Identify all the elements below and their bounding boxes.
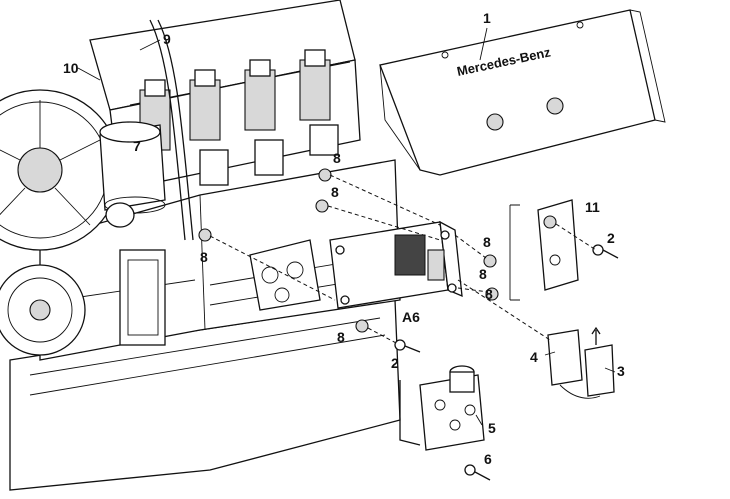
nut-8f	[485, 287, 499, 301]
bolt-2-right	[592, 244, 619, 259]
callout-8-a: 8	[333, 150, 341, 166]
bolt-2-lower	[394, 339, 421, 353]
callout-6: 6	[484, 451, 492, 467]
callout-2-a: 2	[607, 230, 615, 246]
callout-8-d: 8	[337, 329, 345, 345]
valve-block	[399, 365, 485, 451]
callout-1: 1	[483, 10, 491, 26]
nut-8b	[315, 199, 329, 213]
callout-11: 11	[585, 199, 600, 215]
callout-10: 10	[63, 60, 79, 76]
engine-cover: Mercedes-Benz	[379, 9, 666, 176]
bracket	[509, 199, 579, 300]
injector-2	[189, 69, 229, 186]
nut-8e	[483, 254, 497, 268]
connector-pair	[547, 326, 615, 399]
nut-8a	[318, 168, 332, 182]
callout-8-f: 8	[479, 266, 487, 282]
callout-7: 7	[133, 138, 141, 154]
callout-5: 5	[488, 420, 496, 436]
callout-8-g: 8	[485, 286, 493, 302]
callout-a6: A6	[402, 309, 420, 325]
nut-8d	[355, 319, 369, 333]
cylinder-head	[89, 0, 361, 241]
injector-3	[244, 59, 284, 176]
callout-2-b: 2	[391, 355, 399, 371]
callout-4: 4	[530, 349, 538, 365]
callout-labels: 1 9 10 7 8 8 8 8 8 8 8 11 2 2 A6 4 3 5 6	[63, 10, 625, 467]
assembly-lines	[209, 174, 597, 345]
callout-8-e: 8	[483, 234, 491, 250]
callout-9: 9	[163, 31, 171, 47]
fuel-pump	[105, 202, 321, 346]
callout-3: 3	[617, 363, 625, 379]
callout-8-c: 8	[200, 249, 208, 265]
bolt-6	[464, 464, 491, 481]
callout-8-b: 8	[331, 184, 339, 200]
leader-lines	[77, 27, 616, 426]
control-unit-a6	[329, 220, 463, 309]
nut-8c	[198, 228, 212, 242]
bolts	[198, 168, 619, 481]
injector-4	[299, 49, 339, 156]
fuel-filter	[99, 121, 166, 214]
